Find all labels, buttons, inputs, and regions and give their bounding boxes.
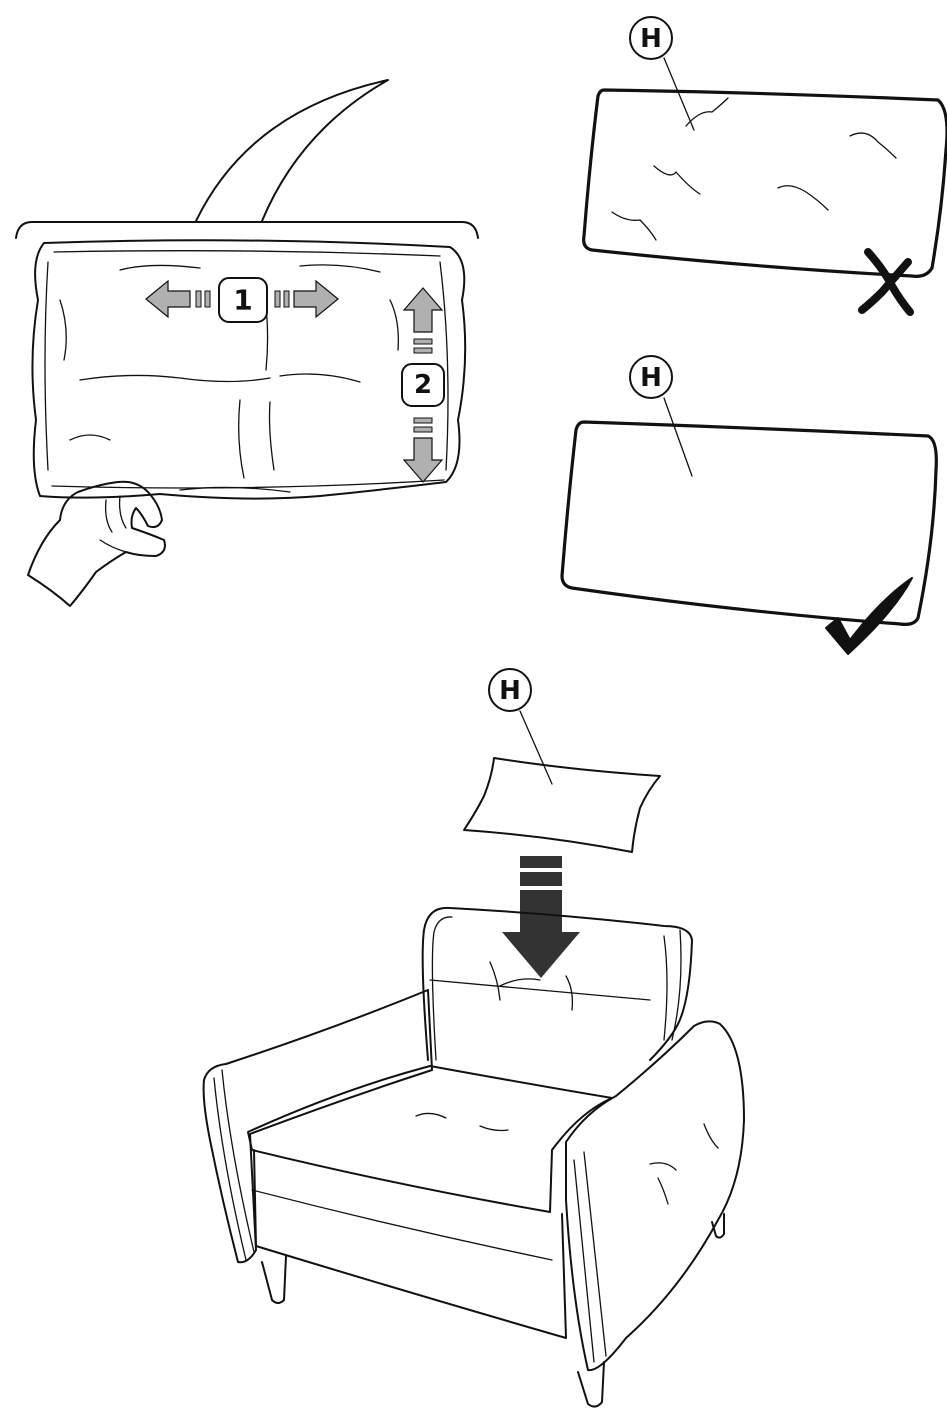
zoom-callout-tail <box>195 79 389 222</box>
step-2-badge <box>401 363 445 407</box>
step-1-badge <box>218 277 268 323</box>
part-h-callout-right <box>629 355 673 399</box>
wrinkled-cushion-panel: H <box>582 16 947 316</box>
step-1-label: 1 <box>233 284 252 317</box>
armchair-left-arm <box>202 989 433 1264</box>
leader-line <box>663 397 693 477</box>
armchair-front <box>253 1149 567 1339</box>
part-h-callout-place <box>488 668 532 712</box>
smooth-cushion-panel: H <box>560 355 938 655</box>
step-2-label: 2 <box>414 370 432 400</box>
part-h-label-place: H <box>499 676 521 706</box>
cover-inner-edge <box>44 250 449 489</box>
part-h-callout-wrong <box>629 16 673 60</box>
armchair-leg-back-right <box>711 1213 725 1239</box>
place-cushion-panel: H <box>202 668 745 1408</box>
armchair <box>202 906 745 1408</box>
incorrect-cross-icon <box>858 248 914 316</box>
armchair-leg-front-right <box>577 1361 605 1408</box>
vertical-stretch-arrow: 2 <box>401 287 445 483</box>
cushion-wrinkles <box>611 97 897 241</box>
smooth-cushion <box>560 420 938 626</box>
armchair-seat <box>247 1065 613 1213</box>
seat-tufts <box>415 1112 509 1132</box>
arrow-down-icon <box>402 437 444 483</box>
arm-tufts <box>649 1123 719 1205</box>
zoom-callout-bracket <box>15 221 479 239</box>
cushion-cover <box>31 239 467 500</box>
horizontal-stretch-arrow: 1 <box>145 277 339 323</box>
backrest-tufts <box>489 961 574 1011</box>
wrinkled-cushion <box>582 88 947 278</box>
arrow-up-icon <box>402 287 444 333</box>
cover-wrinkles <box>59 264 399 493</box>
armchair-leg-front-left <box>261 1255 287 1304</box>
leader-line <box>519 710 553 785</box>
correct-check-icon <box>825 577 913 655</box>
leader-line <box>663 57 695 131</box>
part-h-label-wrong: H <box>640 24 662 54</box>
armchair-backrest <box>421 906 693 1061</box>
stretch-cover-panel: 1 2 <box>15 79 479 607</box>
arrow-left-icon <box>145 279 191 319</box>
place-down-arrow-icon <box>502 856 580 978</box>
cushion-pillow <box>463 757 661 853</box>
part-h-label-right: H <box>640 363 662 393</box>
arrow-right-icon <box>293 279 339 319</box>
armchair-right-arm <box>565 1020 745 1372</box>
hand-icon <box>27 480 166 607</box>
hand-finger-lines <box>99 495 127 553</box>
